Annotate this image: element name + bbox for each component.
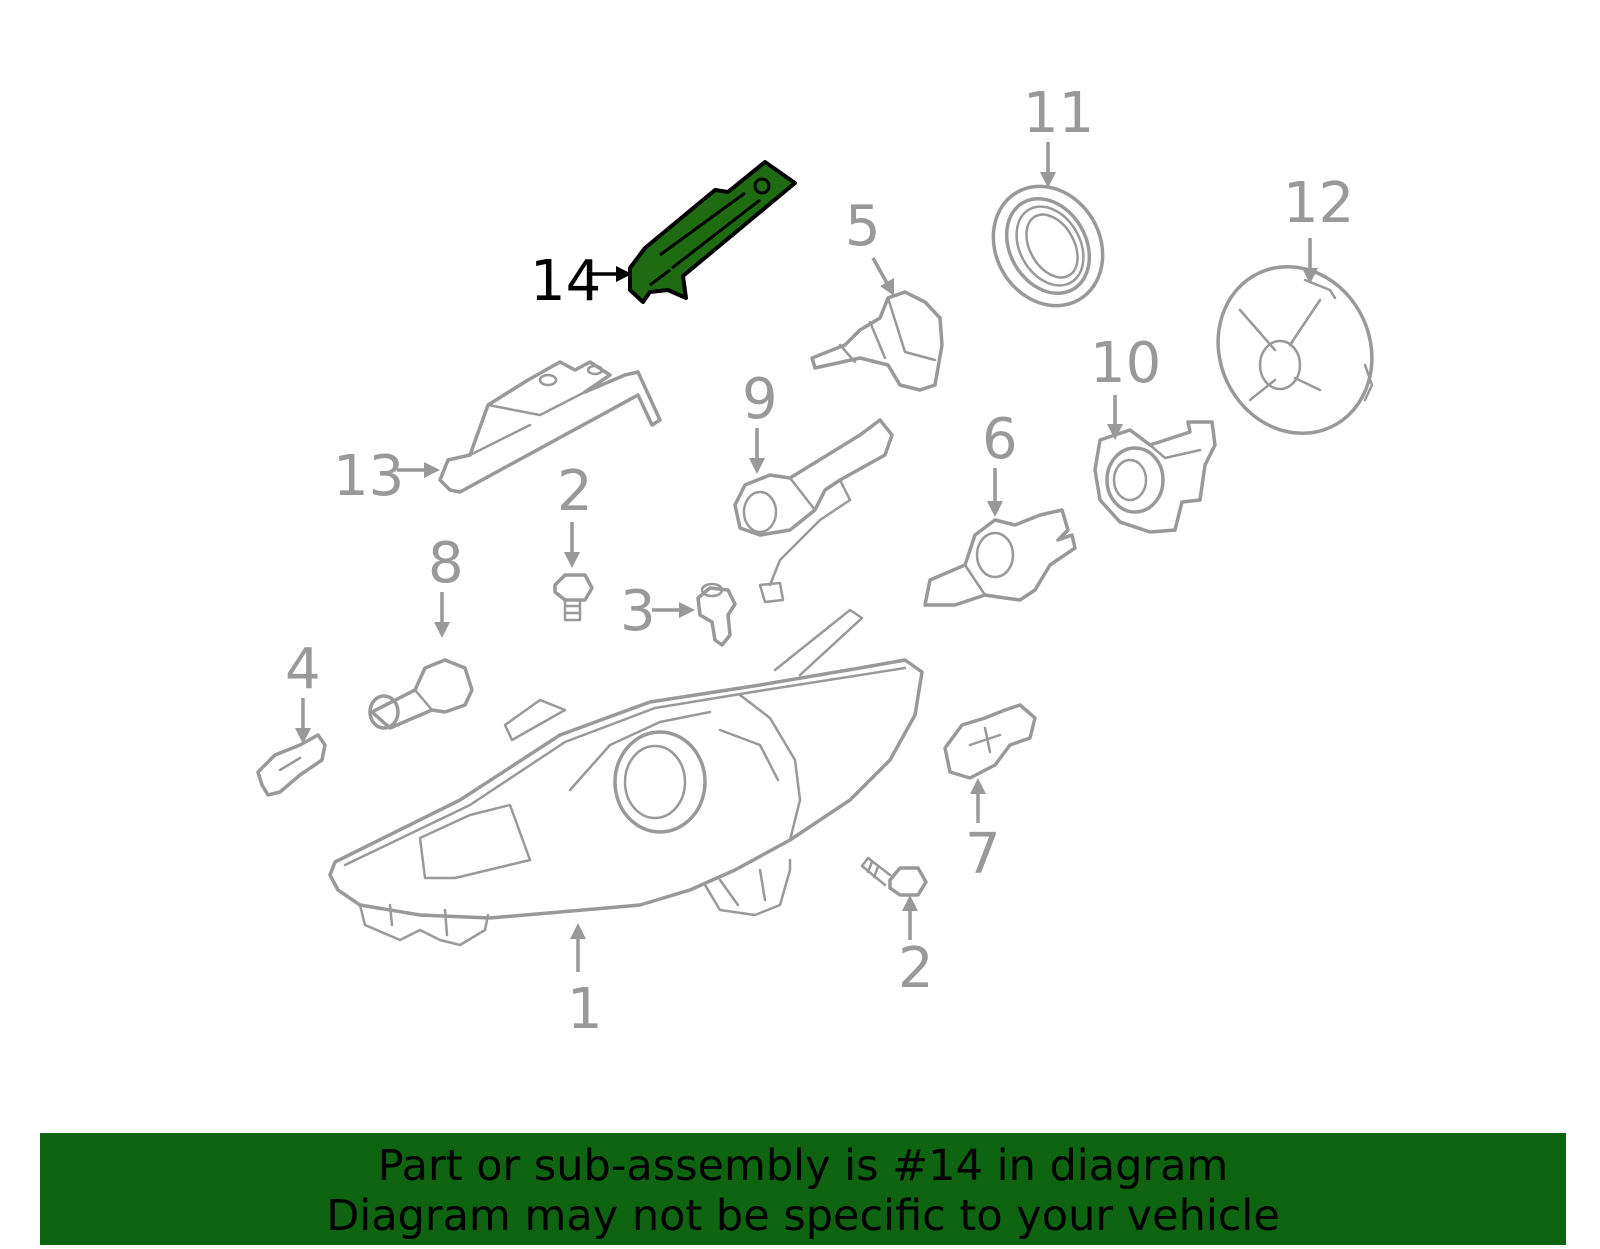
svg-text:6: 6 (982, 407, 1018, 472)
part-1-headlamp-assembly[interactable] (328, 608, 924, 947)
part-2-bolt-upper[interactable] (553, 573, 594, 622)
callout-13: 13 (333, 444, 440, 509)
svg-text:2: 2 (557, 459, 593, 524)
svg-text:9: 9 (742, 367, 778, 432)
svg-text:3: 3 (620, 579, 656, 644)
svg-text:8: 8 (428, 531, 464, 596)
svg-text:4: 4 (285, 637, 321, 702)
callout-3: 3 (620, 579, 695, 644)
callout-2-lower: 2 (898, 895, 934, 1001)
part-11-seal[interactable] (972, 166, 1124, 325)
part-3-clip[interactable] (696, 582, 737, 647)
part-2-bolt-lower[interactable] (860, 856, 928, 897)
callout-1: 1 (567, 923, 603, 1042)
part-7-bulb[interactable] (943, 703, 1037, 780)
part-14-bracket[interactable] (628, 160, 797, 304)
callout-14: 14 (530, 249, 632, 314)
callout-6: 6 (982, 407, 1018, 517)
svg-text:10: 10 (1090, 331, 1161, 396)
callout-8: 8 (428, 531, 464, 638)
part-5-bulb[interactable] (810, 290, 944, 392)
svg-text:2: 2 (898, 936, 934, 1001)
part-12-cover[interactable] (1191, 241, 1399, 458)
svg-text:14: 14 (530, 249, 601, 314)
svg-text:1: 1 (567, 977, 603, 1042)
callout-9: 9 (742, 367, 778, 474)
banner-line-1: Part or sub-assembly is #14 in diagram (377, 1141, 1229, 1191)
svg-text:11: 11 (1023, 81, 1094, 146)
info-banner: Part or sub-assembly is #14 in diagram D… (40, 1133, 1566, 1245)
callout-4: 4 (285, 637, 321, 744)
callout-5: 5 (845, 194, 894, 296)
svg-text:5: 5 (845, 194, 881, 259)
svg-text:7: 7 (965, 822, 1001, 887)
banner-line-2: Diagram may not be specific to your vehi… (326, 1191, 1280, 1241)
part-9-bulb-harness[interactable] (733, 418, 894, 604)
callout-7: 7 (965, 778, 1001, 887)
svg-text:13: 13 (333, 444, 404, 509)
part-6-bulb[interactable] (923, 508, 1077, 607)
callout-2-upper: 2 (557, 459, 593, 568)
callout-10: 10 (1090, 331, 1161, 440)
part-10-socket[interactable] (1093, 420, 1217, 534)
part-8-bulb[interactable] (368, 658, 474, 730)
part-13-bracket[interactable] (438, 360, 662, 494)
callout-12: 12 (1283, 171, 1354, 284)
svg-text:12: 12 (1283, 171, 1354, 236)
callout-11: 11 (1023, 81, 1094, 188)
part-4-bulb[interactable] (256, 733, 327, 797)
